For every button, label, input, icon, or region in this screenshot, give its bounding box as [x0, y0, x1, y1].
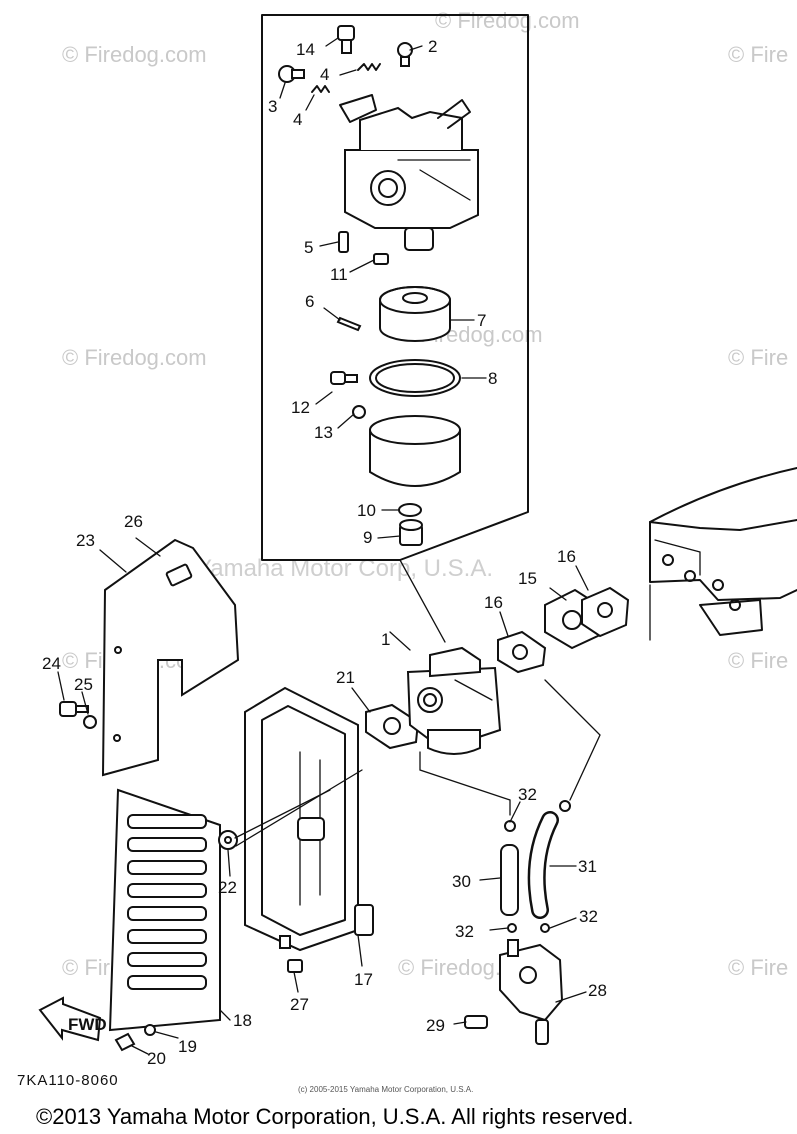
callout-18: 18	[233, 1011, 252, 1030]
clip-part-32	[504, 800, 571, 933]
callout-25: 25	[74, 675, 93, 694]
callout-32: 32	[518, 785, 537, 804]
washer-part-10	[398, 503, 422, 517]
copyright-notice: ©2013 Yamaha Motor Corporation, U.S.A. A…	[36, 1104, 633, 1129]
washer-part-19	[144, 1024, 156, 1036]
detail-leader-line	[399, 559, 446, 643]
screw-part-2	[397, 42, 413, 67]
watermark-firedog-edge: © Fire	[728, 42, 788, 67]
callout-16: 16	[557, 547, 576, 566]
callout-32b: 32	[455, 922, 474, 941]
float-part-7	[379, 286, 451, 342]
nut-part-22	[218, 830, 238, 850]
callout-30: 30	[452, 872, 471, 891]
screw-part-29	[464, 1015, 488, 1029]
callout-9: 9	[363, 528, 372, 547]
jet-part-5	[338, 231, 349, 253]
small-copyright: (c) 2005-2015 Yamaha Motor Corporation, …	[298, 1085, 473, 1094]
callout-29: 29	[426, 1016, 445, 1035]
callout-28: 28	[588, 981, 607, 1000]
washer-part-13	[352, 405, 366, 419]
watermark-firedog-edge: © Fire	[728, 955, 788, 980]
assembly-guide-line	[419, 751, 511, 816]
screw-part-11	[373, 253, 389, 265]
callout-20: 20	[147, 1049, 166, 1068]
watermark-firedog: © Firedog.com	[62, 345, 207, 370]
watermark-firedog: © Firedog.com	[435, 8, 580, 33]
carburetor-assembly-part-1	[406, 646, 502, 755]
callout-15: 15	[518, 569, 537, 588]
air-cleaner-cover-part-23	[101, 538, 240, 777]
callout-10: 10	[357, 501, 376, 520]
callout-8: 8	[488, 369, 497, 388]
bolt-part-24	[59, 701, 89, 717]
callout-21: 21	[336, 668, 355, 687]
air-cleaner-case-part-17	[244, 686, 374, 952]
callout-4: 4	[320, 65, 329, 84]
callout-11: 11	[330, 265, 348, 284]
gasket-part-21	[365, 703, 420, 750]
callout-1: 1	[381, 630, 390, 649]
assembly-guide-line	[234, 789, 331, 839]
fuel-tube-part-30	[500, 844, 519, 916]
callout-6: 6	[305, 292, 314, 311]
callout-19: 19	[178, 1037, 197, 1056]
callout-26: 26	[124, 512, 143, 531]
fwd-label: FWD	[68, 1015, 107, 1034]
washer-part-25	[83, 715, 97, 729]
cover-louvers	[127, 814, 207, 990]
callout-2: 2	[428, 37, 437, 56]
callout-23: 23	[76, 531, 95, 550]
fuel-tube-part-31	[527, 811, 559, 919]
screw-part-14	[337, 25, 355, 54]
fuel-cock-part-28	[499, 939, 564, 1045]
engine-block-outline	[649, 467, 797, 641]
callout-14: 14	[296, 40, 315, 59]
bolt-part-27	[287, 959, 303, 973]
callout-numbers: 1 2 3 4 4 5 6 7 8 9 10 11 12 13 14 15 16…	[42, 37, 607, 1068]
bolt-part-12	[330, 371, 358, 385]
callout-22: 22	[218, 878, 237, 897]
callout-3: 3	[268, 97, 277, 116]
gasket-part-16-right	[581, 586, 630, 638]
callout-5: 5	[304, 238, 313, 257]
screw-part-3	[278, 65, 305, 83]
diagram-code: 7KA110-8060	[17, 1072, 119, 1089]
carburetor-detail	[339, 94, 479, 251]
drain-bolt-part-9	[399, 519, 423, 546]
spring-part-4-lower	[311, 85, 330, 93]
callout-13: 13	[314, 423, 333, 442]
callout-16b: 16	[484, 593, 503, 612]
carburetor-detail-frame	[261, 14, 529, 561]
callout-12: 12	[291, 398, 310, 417]
watermark-firedog-edge: © Fire	[728, 648, 788, 673]
air-cleaner-cover-part-18	[108, 788, 221, 1032]
watermark-firedog: © Firedog.com	[62, 42, 207, 67]
callout-27: 27	[290, 995, 309, 1014]
callout-7: 7	[477, 311, 486, 330]
screw-part-20	[114, 1032, 136, 1052]
gasket-part-16-left	[497, 630, 547, 674]
assembly-guide-line	[235, 769, 363, 847]
pin-part-6	[336, 316, 362, 332]
callout-31: 31	[578, 857, 597, 876]
callout-32c: 32	[579, 907, 598, 926]
callout-4b: 4	[293, 110, 302, 129]
callout-leader-lines	[57, 37, 589, 1055]
callout-24: 24	[42, 654, 61, 673]
float-bowl	[369, 415, 461, 487]
spring-part-4	[357, 63, 381, 71]
assembly-guide-line	[544, 679, 601, 801]
gasket-part-8	[369, 359, 461, 397]
forward-direction-arrow: FWD	[38, 996, 107, 1042]
watermark-firedog-edge: © Fire	[728, 345, 788, 370]
callout-17: 17	[354, 970, 373, 989]
